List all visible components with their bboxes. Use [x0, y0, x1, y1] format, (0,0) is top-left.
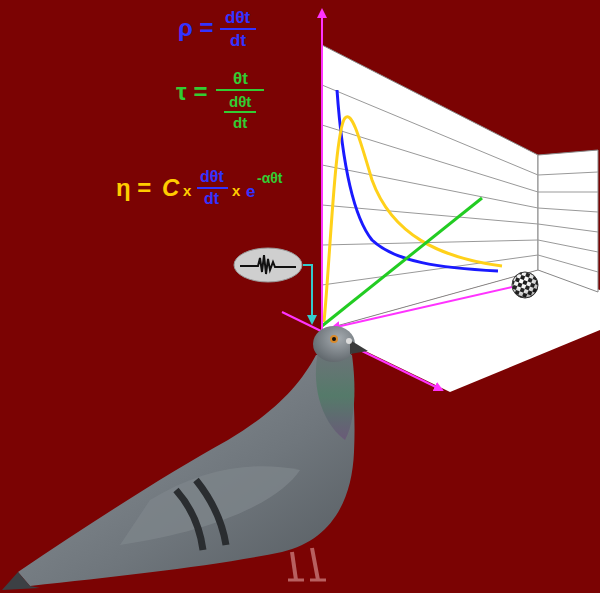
- approach-arrow: [332, 287, 512, 328]
- formula-text: x: [232, 183, 240, 198]
- formula-text: dt: [204, 191, 219, 207]
- formula-text: dθt: [200, 169, 224, 185]
- pigeon: [2, 326, 368, 590]
- formula-text: -αθt: [257, 171, 283, 185]
- formula-text: x: [183, 183, 191, 198]
- side-wall: [538, 150, 598, 292]
- formula-text: dθt: [225, 9, 250, 26]
- formula-text: dt: [230, 32, 246, 49]
- fraction-bar: [197, 29, 264, 188]
- eta-curve: [324, 117, 502, 322]
- formula-text: θt: [233, 70, 248, 87]
- formula-text: dθt: [229, 94, 251, 109]
- formula-text: e: [246, 183, 255, 200]
- formula-text: ρ =: [178, 16, 214, 40]
- axis-arrow: [321, 10, 323, 332]
- graph-wall: [322, 45, 538, 330]
- grid-lines: [322, 85, 598, 285]
- neuron-icon: [234, 248, 302, 282]
- pointer-arrow: [303, 265, 312, 323]
- tau-line: [322, 198, 482, 326]
- formula-text: dt: [233, 115, 247, 130]
- checkered-ball: [512, 272, 538, 298]
- rho-curve: [337, 90, 498, 271]
- formula-text: C: [162, 176, 179, 200]
- formula-text: η =: [116, 176, 151, 200]
- formula-text: τ =: [176, 80, 207, 104]
